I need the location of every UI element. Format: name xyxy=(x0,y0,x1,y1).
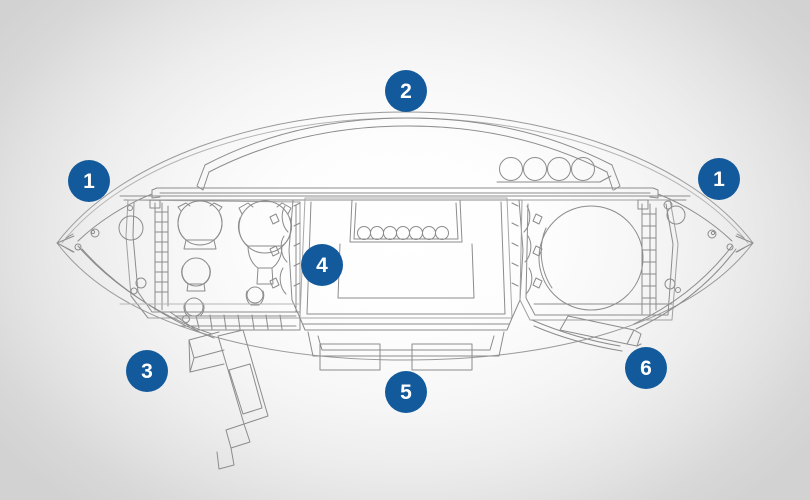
steering-column-assembly xyxy=(188,329,269,470)
callout-label: 1 xyxy=(83,169,95,193)
callout-label: 6 xyxy=(640,356,652,380)
left-gauge-pods xyxy=(177,200,293,317)
callout-6[interactable]: 6 xyxy=(625,347,667,389)
right-airbag-housing xyxy=(519,199,686,321)
dashboard-outer-shell xyxy=(56,111,754,361)
callout-label: 1 xyxy=(713,167,725,191)
right-lower-trim-bracket xyxy=(531,245,737,352)
callout-1-right[interactable]: 1 xyxy=(698,158,740,200)
upper-right-vent-cluster xyxy=(496,157,612,183)
callout-2[interactable]: 2 xyxy=(385,70,427,112)
callout-1-left[interactable]: 1 xyxy=(68,160,110,202)
center-console-stack xyxy=(299,197,513,371)
left-cluster-housing xyxy=(118,199,301,319)
callout-3[interactable]: 3 xyxy=(126,350,168,392)
callout-4[interactable]: 4 xyxy=(301,244,343,286)
callout-label: 2 xyxy=(400,79,412,103)
callout-label: 3 xyxy=(141,359,153,383)
dashboard-upper-cowl xyxy=(77,117,733,242)
callout-5[interactable]: 5 xyxy=(385,371,427,413)
left-lower-grille xyxy=(77,245,301,339)
callout-label: 4 xyxy=(316,253,328,277)
callout-label: 5 xyxy=(400,380,412,404)
